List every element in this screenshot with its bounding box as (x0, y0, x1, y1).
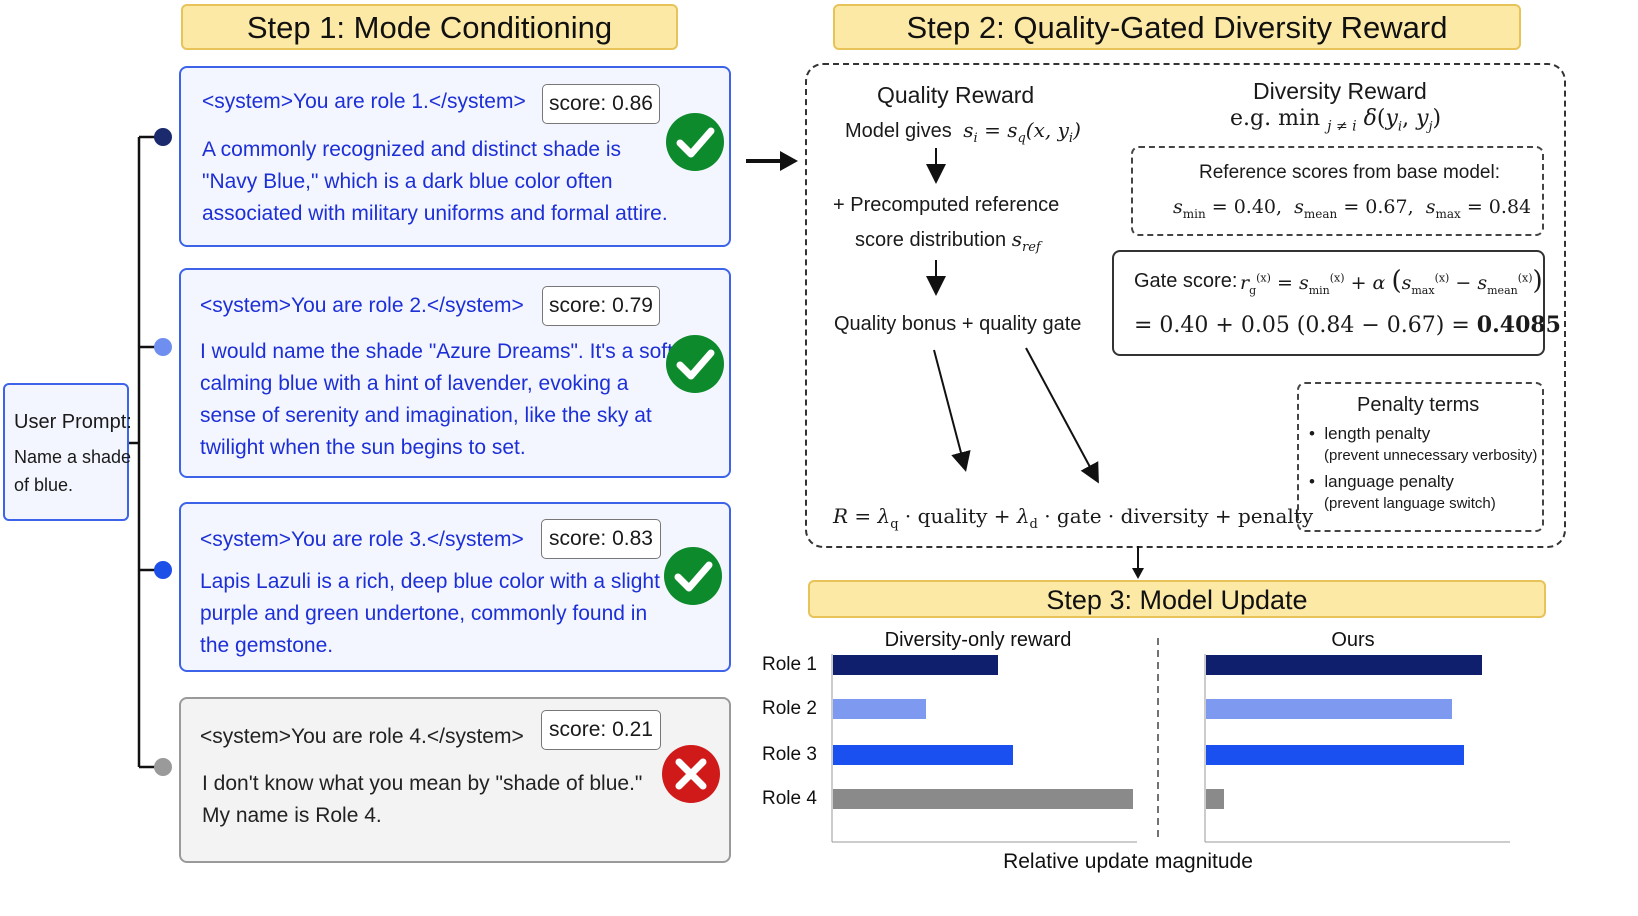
role3-card: <system>You are role 3.</system> score: … (179, 502, 731, 672)
user-prompt-text-1: Name a shade (14, 447, 132, 467)
quality-bonus: Quality bonus + quality gate (834, 313, 1082, 335)
role2-system: <system>You are role 2.</system> (200, 294, 524, 317)
gate-score-box: Gate score: rg(x) = smin(x) + α (smax(x)… (1112, 250, 1561, 356)
chart-bar (1206, 745, 1464, 765)
penalty-note-1: (prevent unnecessary verbosity) (1324, 447, 1538, 464)
gate-result: 0.4085 (1476, 312, 1561, 338)
chart-panel-title: Ours (1331, 629, 1374, 651)
role1-dot (154, 128, 172, 146)
role3-score: score: 0.83 (541, 519, 661, 559)
chart-x-label: Relative update magnitude (1003, 850, 1253, 873)
chart-category-label: Role 2 (762, 698, 817, 719)
gate-label: Gate score: (1134, 270, 1238, 292)
penalty-title: Penalty terms (1357, 394, 1480, 416)
user-prompt-text-2: of blue. (14, 475, 74, 495)
role1-system: <system>You are role 1.</system> (202, 90, 526, 113)
tree-connector (129, 135, 160, 769)
precomputed-line-1: + Precomputed reference (833, 194, 1060, 216)
role2-score: score: 0.79 (542, 286, 660, 326)
gate-formula: rg(x) = smin(x) + α (smax(x) − smean(x)) (1240, 266, 1543, 297)
role1-card: <system>You are role 1.</system> score: … (179, 66, 731, 247)
check-icon (664, 547, 722, 605)
reference-scores-box: Reference scores from base model: smin =… (1131, 146, 1544, 236)
chart-bar (833, 655, 998, 675)
diversity-formula: e.g. min j ≠ i δ(yi, yj) (1230, 106, 1442, 135)
gate-calc: = 0.40 + 0.05 (0.84 − 0.67) = 0.4085 (1134, 312, 1561, 338)
role1-response: A commonly recognized and distinct shade… (202, 138, 668, 225)
role4-system: <system>You are role 4.</system> (200, 725, 524, 748)
reference-title: Reference scores from base model: (1199, 162, 1500, 183)
role3-dot (154, 561, 172, 579)
step3-title: Step 3: Model Update (808, 580, 1546, 618)
chart-bar (1206, 699, 1452, 719)
arrow-right-icon (746, 151, 798, 171)
quality-title: Quality Reward (877, 82, 1035, 108)
role3-system: <system>You are role 3.</system> (200, 528, 524, 551)
penalty-item-2: • language penalty (1309, 472, 1454, 491)
role1-score: score: 0.86 (542, 84, 660, 124)
chart-category-label: Role 1 (762, 654, 817, 675)
chart-category-label: Role 4 (762, 788, 817, 809)
reward-panel (805, 63, 1566, 548)
penalty-item-1: • length penalty (1309, 424, 1431, 443)
arrow-down-icon (1132, 546, 1144, 579)
chart-bar (1206, 655, 1482, 675)
user-prompt-label: User Prompt: (14, 411, 132, 433)
flow-arrows (926, 148, 1099, 484)
chart-bar (833, 745, 1013, 765)
role2-response: I would name the shade "Azure Dreams". I… (200, 340, 679, 459)
penalty-box: Penalty terms • length penalty (prevent … (1297, 382, 1544, 532)
step2-title: Step 2: Quality-Gated Diversity Reward (833, 4, 1521, 50)
role4-dot (154, 758, 172, 776)
chart-panel-title: Diversity-only reward (885, 629, 1072, 651)
user-prompt-box: User Prompt: Name a shade of blue. (3, 383, 132, 521)
role2-card: <system>You are role 2.</system> score: … (179, 268, 731, 478)
precomputed-line-2: score distribution sref (855, 227, 1041, 255)
step1-title: Step 1: Mode Conditioning (181, 4, 678, 50)
cross-icon (662, 745, 720, 803)
role2-dot (154, 338, 172, 356)
role4-card: <system>You are role 4.</system> score: … (179, 697, 731, 863)
check-icon (666, 335, 724, 393)
quality-model-gives: Model gives si = sq(x, yi) (845, 118, 1081, 146)
check-icon (666, 113, 724, 171)
chart-category-label: Role 3 (762, 744, 817, 765)
penalty-note-2: (prevent language switch) (1324, 495, 1496, 512)
chart-bar (833, 699, 926, 719)
reference-values: smin = 0.40, smean = 0.67, smax = 0.84 (1173, 196, 1532, 221)
chart-bar (833, 789, 1133, 809)
role4-score: score: 0.21 (541, 710, 661, 750)
update-chart: Role 1 Role 2 Role 3 Role 4 Diversity-only r… (762, 629, 1510, 873)
reward-formula: R = λq · quality + λd · gate · diversity… (833, 504, 1314, 532)
diversity-title: Diversity Reward (1253, 78, 1427, 104)
role4-response: I don't know what you mean by "shade of … (202, 772, 643, 827)
chart-bar (1206, 789, 1224, 809)
role3-response: Lapis Lazuli is a rich, deep blue color … (200, 570, 660, 657)
